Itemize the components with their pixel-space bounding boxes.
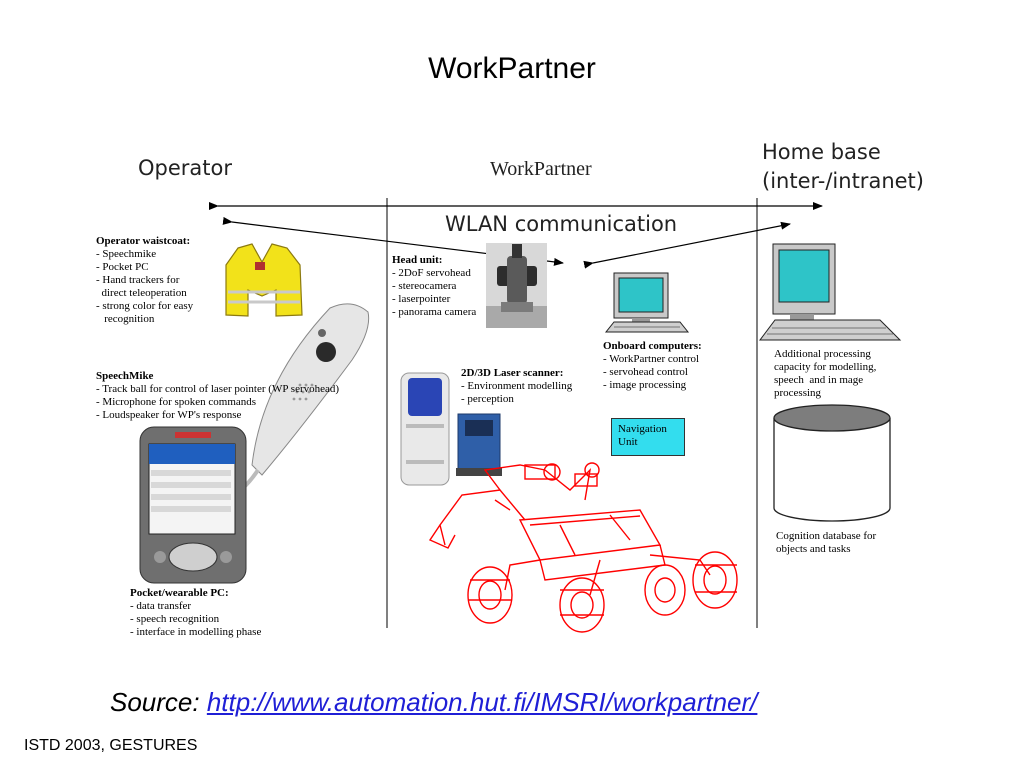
waistcoat-line: direct teleoperation bbox=[96, 287, 187, 299]
head-unit-note: Head unit: - 2DoF servohead - stereocame… bbox=[392, 254, 487, 319]
pocket-pc-line: - data transfer bbox=[130, 600, 192, 612]
head-unit-title: Head unit: bbox=[392, 254, 443, 266]
home-processing-line: Additional processing bbox=[774, 348, 871, 360]
vest-icon bbox=[225, 243, 303, 317]
robot-icon bbox=[428, 462, 738, 633]
pocket-pc-line: - interface in modelling phase bbox=[130, 626, 262, 638]
home-processing-line: speech and in mage bbox=[774, 374, 864, 386]
database-line: Cognition database for bbox=[776, 530, 877, 542]
waistcoat-line: - Hand trackers for bbox=[96, 274, 180, 286]
waistcoat-line: - Pocket PC bbox=[96, 261, 149, 273]
speechmike-line: - Loudspeaker for WP's response bbox=[96, 409, 242, 421]
head-unit-line: - laserpointer bbox=[392, 293, 451, 305]
home-computer-icon bbox=[759, 243, 902, 341]
source-line: Source: http://www.automation.hut.fi/IMS… bbox=[110, 687, 757, 718]
database-line: objects and tasks bbox=[776, 543, 851, 555]
workpartner-heading: WorkPartner bbox=[490, 158, 592, 180]
waistcoat-line: - strong color for easy bbox=[96, 300, 194, 312]
laser-scanner-title: 2D/3D Laser scanner: bbox=[461, 367, 564, 379]
home-base-heading: Home base bbox=[762, 140, 881, 164]
waistcoat-note: Operator waistcoat: - Speechmike - Pocke… bbox=[96, 235, 246, 326]
slide-title: WorkPartner bbox=[428, 52, 596, 85]
pocket-pc-note: Pocket/wearable PC: - data transfer - sp… bbox=[130, 587, 330, 639]
pocket-pc-title: Pocket/wearable PC: bbox=[130, 587, 229, 599]
operator-heading: Operator bbox=[138, 156, 232, 180]
home-processing-line: capacity for modelling, bbox=[774, 361, 877, 373]
navigation-unit-line2: Unit bbox=[618, 436, 638, 448]
onboard-line: - servohead control bbox=[603, 366, 688, 378]
home-processing-note: Additional processing capacity for model… bbox=[774, 348, 914, 400]
speechmike-note: SpeechMike - Track ball for control of l… bbox=[96, 370, 386, 422]
onboard-line: - image processing bbox=[603, 379, 687, 391]
scanner-sensor-icon bbox=[456, 413, 502, 476]
waistcoat-line: recognition bbox=[96, 313, 155, 325]
onboard-title: Onboard computers: bbox=[603, 340, 702, 352]
head-unit-line: - panorama camera bbox=[392, 306, 477, 318]
head-unit-line: - stereocamera bbox=[392, 280, 457, 292]
speechmike-icon bbox=[236, 303, 370, 494]
laser-scanner-line: - Environment modelling bbox=[461, 380, 573, 392]
waistcoat-line: - Speechmike bbox=[96, 248, 157, 260]
speechmike-line: - Track ball for control of laser pointe… bbox=[96, 383, 340, 395]
navigation-unit-line1: Navigation bbox=[618, 423, 667, 435]
pocket-pc-line: - speech recognition bbox=[130, 613, 220, 625]
navigation-unit-box: Navigation Unit bbox=[611, 418, 685, 456]
database-note: Cognition database for objects and tasks bbox=[776, 530, 916, 556]
database-icon bbox=[773, 404, 891, 522]
laser-scanner-icon bbox=[400, 372, 450, 486]
head-unit-line: - 2DoF servohead bbox=[392, 267, 471, 279]
onboard-line: - WorkPartner control bbox=[603, 353, 700, 365]
pocket-pc-icon bbox=[139, 426, 247, 584]
onboard-computer-icon bbox=[604, 272, 690, 333]
home-processing-line: processing bbox=[774, 387, 822, 399]
waistcoat-title: Operator waistcoat: bbox=[96, 235, 191, 247]
source-link[interactable]: http://www.automation.hut.fi/IMSRI/workp… bbox=[206, 687, 758, 717]
home-base-subheading: (inter-/intranet) bbox=[762, 169, 924, 193]
onboard-note: Onboard computers: - WorkPartner control… bbox=[603, 340, 753, 392]
speechmike-title: SpeechMike bbox=[96, 370, 154, 382]
laser-scanner-note: 2D/3D Laser scanner: - Environment model… bbox=[461, 367, 596, 406]
head-unit-icon bbox=[486, 243, 547, 328]
footer-text: ISTD 2003, GESTURES bbox=[24, 737, 198, 754]
laser-scanner-line: - perception bbox=[461, 393, 514, 405]
speechmike-line: - Microphone for spoken commands bbox=[96, 396, 257, 408]
source-label: Source: bbox=[110, 687, 200, 717]
